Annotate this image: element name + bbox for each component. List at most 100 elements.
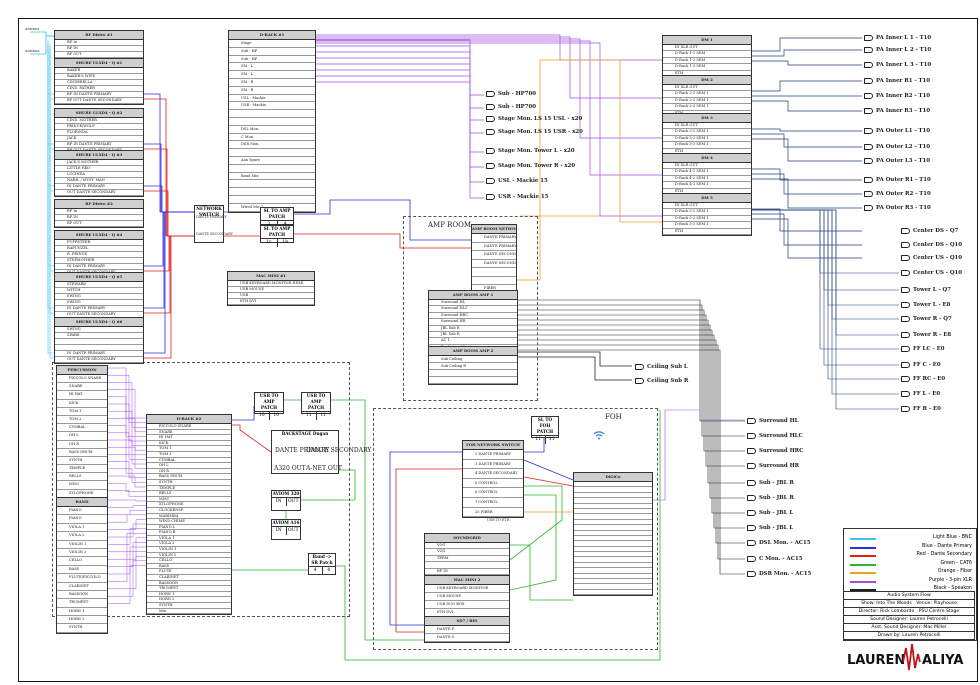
amp-room-amp-1-row: AC 1 (429, 338, 517, 345)
d-rack-1-row (229, 110, 315, 118)
digico-console-row (574, 579, 652, 585)
amp-room-amp-1-row: Surround HR (429, 319, 517, 326)
shure-receiver-5-row: SWING (55, 294, 143, 300)
shure-receiver-1-row: BAKER (55, 68, 143, 74)
title-venue: Venue: Playhouse (916, 601, 957, 606)
dm-block-2-row: D-Rack 2-3 SEM 1 (663, 104, 751, 111)
band-list-row: TRUMPET (57, 599, 107, 608)
amp-room-amp-2-row (429, 377, 517, 384)
wire (30, 31, 54, 37)
speaker-pa-4: PA Inner R2 - T10 (864, 93, 930, 99)
d-rack-2-row: OH L (147, 463, 231, 469)
digico-console-row (574, 498, 652, 504)
dm-block-3-row: D-Rack 3-1 SEM 1 (663, 129, 751, 136)
backstage-dugan-label: BACKSTAGE Dugan (281, 431, 329, 436)
digico-console-row (574, 509, 652, 515)
foh-title: FOH (605, 413, 622, 421)
rf-distro-2-row: RF IN (55, 215, 143, 221)
shure-receiver-1-header: SHURE ULXD4 - Q #1 (55, 59, 143, 68)
wire (752, 49, 862, 57)
band-sr-patch-port: 4 (309, 567, 323, 575)
dm-block-5-row: D-Rack 5-1 SEM 1 (663, 209, 751, 216)
wire (144, 148, 194, 237)
speaker-surround-6: Sub - JBL L (746, 510, 794, 516)
wire (316, 63, 484, 153)
usb-amp-patch-a-port: 10 (273, 413, 280, 418)
band-list-row: VIOLA 1 (57, 524, 107, 533)
d-rack-1-row: DSL Mon. (229, 126, 315, 134)
shure-receiver-4-row: IN DANTE PRIMARY (55, 264, 143, 270)
wire (108, 523, 146, 538)
wire (316, 81, 484, 199)
percussion-list-row: OH R (57, 441, 107, 449)
digico-console-row (574, 525, 652, 531)
percussion-list-row: BELLS (57, 473, 107, 482)
wire (108, 446, 146, 469)
digico-console-row (574, 547, 652, 553)
wire (108, 475, 146, 488)
wire (108, 499, 146, 502)
wire (509, 494, 557, 591)
dm-block-5-row: D-Rack 5-2 SEM 1 (663, 216, 751, 223)
legend-swatch (850, 555, 876, 557)
foh-network-switch-row: 5 CONTROL (463, 479, 523, 489)
d-rack-2-row: SYNTH (147, 603, 231, 609)
foh-network-switch-row: 25 FIBER (463, 508, 523, 518)
speaker-pa-5: PA Inner R3 - T10 (864, 108, 930, 114)
wire (752, 209, 899, 306)
dm-block-5-row: IN XLR OUT (663, 203, 751, 210)
wire (316, 36, 662, 99)
wire (108, 509, 146, 516)
percussion-list-row: TEMPLE (57, 465, 107, 474)
wire (518, 314, 745, 467)
amp-room-amp-2-row: Sub Ceiling (429, 356, 517, 363)
speaker-pa-24: FF R - E0 (901, 406, 941, 412)
wire (108, 560, 146, 597)
digico-console-row (574, 557, 652, 563)
d-rack-2-row: FLUTE (147, 569, 231, 576)
percussion-list-row: MISC (57, 481, 107, 490)
band-list-row: CELLO (57, 557, 107, 566)
logo-text-a: LAUREN (847, 653, 905, 668)
backstage-dugan: BACKSTAGE Dugan (271, 430, 339, 474)
d-rack-1-row: SM - L (229, 71, 315, 79)
wire (47, 55, 54, 354)
wire (752, 37, 862, 52)
dm-block-5-row: D-Rack 5-3 SEM 1 (663, 222, 751, 229)
band-list-header: BAND (57, 498, 107, 507)
d-rack-2-row: TRUMPET (147, 586, 231, 592)
wire (108, 505, 146, 508)
aviom-a16-label: AVIOM A16 (272, 520, 300, 525)
usb-amp-patch-b-port: 11 (320, 413, 327, 418)
aviom-a16-port: OUT (287, 528, 299, 533)
speaker-surround-2: Surround HRC (746, 448, 804, 454)
rio-block-row: DANTE S (425, 634, 509, 642)
title-show-venue: Show: Into The Woods Venue: Playhouse (843, 600, 975, 608)
legend-label: Orange - Fiber (937, 569, 972, 574)
shure-receiver-4-row: PUPPETEER (55, 240, 143, 246)
shure-receiver-6-row: SWING (55, 327, 143, 333)
band-list-row: HORN 2 (57, 616, 107, 625)
percussion-list-row: OH L (57, 432, 107, 441)
wire (518, 339, 745, 544)
d-rack-1-row: SM - L (229, 63, 315, 72)
wire (518, 299, 745, 422)
wire (294, 199, 471, 241)
speaker-stage-4: Stage Mon. Tower L - x20 (485, 148, 575, 154)
wire (108, 410, 146, 446)
amp-room-amp-1-row: Surround HLC (429, 306, 517, 313)
sl-amp-patch-top-port: 4 (278, 221, 294, 229)
dm-block-1-row: D-Rack 1-1 SEM (663, 51, 751, 58)
amp-room-switch-row (472, 268, 516, 277)
